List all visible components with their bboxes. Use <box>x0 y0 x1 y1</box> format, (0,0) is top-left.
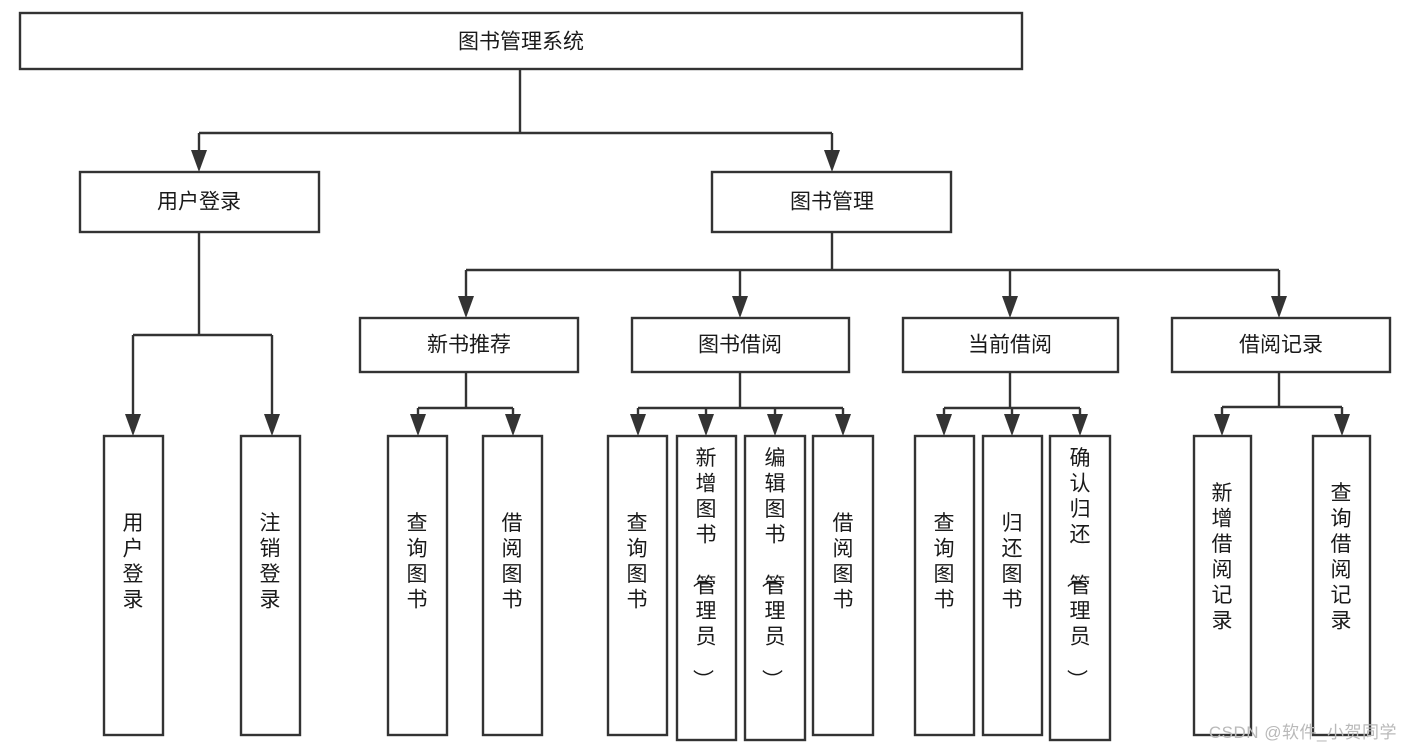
node-leaf-query-book-c-box <box>913 434 976 737</box>
node-leaf-return-book-box <box>981 434 1044 737</box>
arrowhead-new-book-rec <box>458 296 474 318</box>
arrowhead-user-login <box>191 150 207 172</box>
arrowhead-leaf-add-record <box>1214 414 1230 436</box>
node-leaf-logout[interactable]: 注销登录 <box>239 434 302 737</box>
node-book-manage-label: 图书管理 <box>790 191 874 214</box>
connector-layer <box>125 69 1350 436</box>
arrowhead-leaf-query-record <box>1334 414 1350 436</box>
node-book-borrow-box <box>630 316 851 374</box>
node-leaf-user-login[interactable]: 用户登录 <box>102 434 165 737</box>
node-borrow-record-label: 借阅记录 <box>1239 334 1323 357</box>
node-leaf-user-login-box <box>102 434 165 737</box>
node-leaf-query-record-box <box>1311 434 1372 737</box>
arrowhead-leaf-return-book <box>1004 414 1020 436</box>
arrowhead-leaf-confirm-return <box>1072 414 1088 436</box>
node-leaf-borrow-book-b-label: 借阅图书 <box>833 512 854 612</box>
arrowhead-leaf-query-book-a <box>410 414 426 436</box>
node-leaf-borrow-book-a[interactable]: 借阅图书 <box>481 434 544 737</box>
node-book-manage-box <box>710 170 953 234</box>
node-book-borrow[interactable]: 图书借阅 <box>630 316 851 374</box>
node-leaf-add-record-label: 新增借阅记录 <box>1212 482 1233 633</box>
node-leaf-query-record-label: 查询借阅记录 <box>1331 482 1352 633</box>
node-leaf-borrow-book-b[interactable]: 借阅图书 <box>811 434 875 737</box>
node-leaf-query-book-b-label: 查询图书 <box>627 512 648 612</box>
arrowhead-borrow-record <box>1271 296 1287 318</box>
node-leaf-confirm-return[interactable]: 确认归还（管理员） <box>1048 434 1112 742</box>
node-leaf-query-book-b-box <box>606 434 669 737</box>
node-leaf-add-record[interactable]: 新增借阅记录 <box>1192 434 1253 737</box>
node-leaf-edit-book-label: 编辑图书（管理员） <box>760 447 786 690</box>
node-leaf-confirm-return-box <box>1048 434 1112 742</box>
arrowhead-leaf-borrow-book-a <box>505 414 521 436</box>
node-leaf-return-book[interactable]: 归还图书 <box>981 434 1044 737</box>
node-leaf-return-book-label: 归还图书 <box>1002 512 1023 612</box>
node-root[interactable]: 图书管理系统 <box>18 11 1024 71</box>
node-book-borrow-label: 图书借阅 <box>698 334 782 357</box>
node-leaf-query-record[interactable]: 查询借阅记录 <box>1311 434 1372 737</box>
arrowhead-leaf-borrow-book-b <box>835 414 851 436</box>
node-borrow-record-box <box>1170 316 1392 374</box>
node-current-borrow[interactable]: 当前借阅 <box>901 316 1120 374</box>
arrowhead-book-manage <box>824 150 840 172</box>
arrowhead-leaf-query-book-c <box>936 414 952 436</box>
arrowhead-leaf-logout <box>264 414 280 436</box>
node-leaf-logout-box <box>239 434 302 737</box>
node-leaf-add-record-box <box>1192 434 1253 737</box>
node-leaf-query-book-a-box <box>386 434 449 737</box>
node-leaf-add-book-box <box>675 434 738 742</box>
node-new-book-rec-box <box>358 316 580 374</box>
arrowhead-leaf-add-book <box>698 414 714 436</box>
node-current-borrow-label: 当前借阅 <box>968 334 1052 357</box>
node-book-manage[interactable]: 图书管理 <box>710 170 953 234</box>
arrowhead-leaf-query-book-b <box>630 414 646 436</box>
node-root-label: 图书管理系统 <box>458 31 584 54</box>
arrowhead-leaf-user-login <box>125 414 141 436</box>
node-leaf-edit-book-box <box>743 434 807 742</box>
node-new-book-rec-label: 新书推荐 <box>427 334 511 357</box>
node-leaf-edit-book[interactable]: 编辑图书（管理员） <box>743 434 807 742</box>
node-leaf-query-book-a[interactable]: 查询图书 <box>386 434 449 737</box>
node-leaf-query-book-c-label: 查询图书 <box>934 512 955 612</box>
node-user-login-label: 用户登录 <box>157 191 241 214</box>
node-leaf-borrow-book-a-label: 借阅图书 <box>502 512 523 612</box>
node-leaf-logout-label: 注销登录 <box>260 512 281 612</box>
node-root-box <box>18 11 1024 71</box>
node-new-book-rec[interactable]: 新书推荐 <box>358 316 580 374</box>
arrowhead-current-borrow <box>1002 296 1018 318</box>
node-leaf-borrow-book-a-box <box>481 434 544 737</box>
node-leaf-add-book[interactable]: 新增图书（管理员） <box>675 434 738 742</box>
node-leaf-query-book-b[interactable]: 查询图书 <box>606 434 669 737</box>
node-current-borrow-box <box>901 316 1120 374</box>
node-borrow-record[interactable]: 借阅记录 <box>1170 316 1392 374</box>
arrowhead-leaf-edit-book <box>767 414 783 436</box>
node-leaf-query-book-c[interactable]: 查询图书 <box>913 434 976 737</box>
node-user-login[interactable]: 用户登录 <box>78 170 321 234</box>
node-leaf-borrow-book-b-box <box>811 434 875 737</box>
node-leaf-query-book-a-label: 查询图书 <box>407 512 428 612</box>
node-leaf-add-book-label: 新增图书（管理员） <box>691 447 717 690</box>
arrowhead-book-borrow <box>732 296 748 318</box>
node-leaf-confirm-return-label: 确认归还（管理员） <box>1065 447 1091 690</box>
node-leaf-user-login-label: 用户登录 <box>123 512 144 612</box>
node-user-login-box <box>78 170 321 234</box>
